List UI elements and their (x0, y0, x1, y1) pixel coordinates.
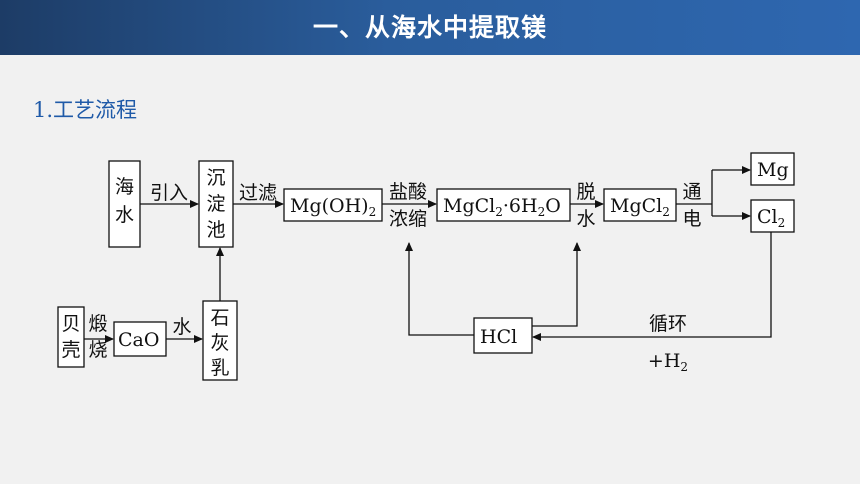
mg-box (750, 152, 795, 186)
mgcl2-formula: MgCl2 (610, 195, 670, 219)
hexahydrate-part-a: MgCl (443, 195, 495, 217)
arrow-hcl-to-concentrate (405, 242, 474, 336)
calcine-label-1: 煅 (88, 313, 107, 335)
mgoh2-box (283, 188, 383, 222)
mgoh2-formula: Mg(OH)2 (290, 195, 376, 219)
mgoh2-subscript: 2 (369, 205, 377, 219)
shell-label-1: 贝 (61, 313, 80, 335)
mgcl2-hexahydrate-box (436, 188, 571, 222)
limewater-box (202, 300, 238, 381)
shell-box (57, 306, 85, 368)
cl2-text: Cl (757, 206, 778, 228)
header-bar: 一、从海水中提取镁 (0, 0, 860, 55)
hexahydrate-part-c: O (545, 195, 561, 217)
mgoh2-text: Mg(OH) (290, 195, 369, 217)
dehydrate-label-2: 水 (576, 208, 595, 230)
limewater-label-1: 石 (210, 307, 229, 329)
mg-label: Mg (757, 159, 789, 181)
cao-box (113, 321, 167, 357)
cl2-box (750, 199, 795, 233)
hcl-box (473, 317, 533, 354)
shell-label-2: 壳 (61, 339, 80, 361)
h2-formula: +H2 (648, 350, 688, 374)
mgcl2-box (603, 188, 677, 222)
cao-label: CaO (118, 329, 159, 351)
seawater-label-1: 海 (115, 176, 134, 198)
settling-tank-box (198, 160, 234, 248)
intro-label: 引入 (150, 182, 188, 204)
mgcl2-subscript: 2 (662, 205, 670, 219)
electrolysis-label-2: 电 (682, 208, 701, 230)
electrolysis-label-1: 通 (682, 181, 701, 203)
seawater-label-2: 水 (115, 204, 134, 226)
arrow-cl2-to-hcl (532, 232, 772, 341)
limewater-label-2: 灰 (210, 332, 229, 354)
concentrate-label: 浓缩 (389, 208, 427, 230)
cl2-formula: Cl2 (757, 206, 785, 230)
section-title: 1.工艺流程 (33, 98, 138, 122)
tank-label-2: 淀 (206, 193, 225, 215)
h2-text: +H (648, 350, 681, 372)
filter-label: 过滤 (239, 182, 277, 204)
cl2-subscript: 2 (778, 216, 786, 230)
calcine-label-2: 烧 (88, 339, 107, 361)
mgcl2-hexahydrate-formula: MgCl2·6H2O (443, 195, 561, 219)
cycle-label: 循环 (649, 313, 687, 335)
water-label: 水 (172, 316, 191, 338)
mgcl2-text: MgCl (610, 195, 662, 217)
arrow-hcl-to-dehydrate (532, 242, 581, 327)
tank-label-1: 沉 (206, 167, 225, 189)
hexahydrate-part-b: ·6H (503, 195, 538, 217)
h2-subscript: 2 (680, 360, 688, 374)
tank-label-3: 池 (206, 219, 225, 241)
dehydrate-label-1: 脱 (576, 181, 595, 203)
page-title: 一、从海水中提取镁 (312, 13, 547, 42)
hexahydrate-sub-1: 2 (495, 205, 503, 219)
hcl-label: HCl (480, 326, 517, 348)
hexahydrate-sub-2: 2 (538, 205, 546, 219)
limewater-label-3: 乳 (210, 357, 229, 379)
acid-label: 盐酸 (389, 181, 427, 203)
